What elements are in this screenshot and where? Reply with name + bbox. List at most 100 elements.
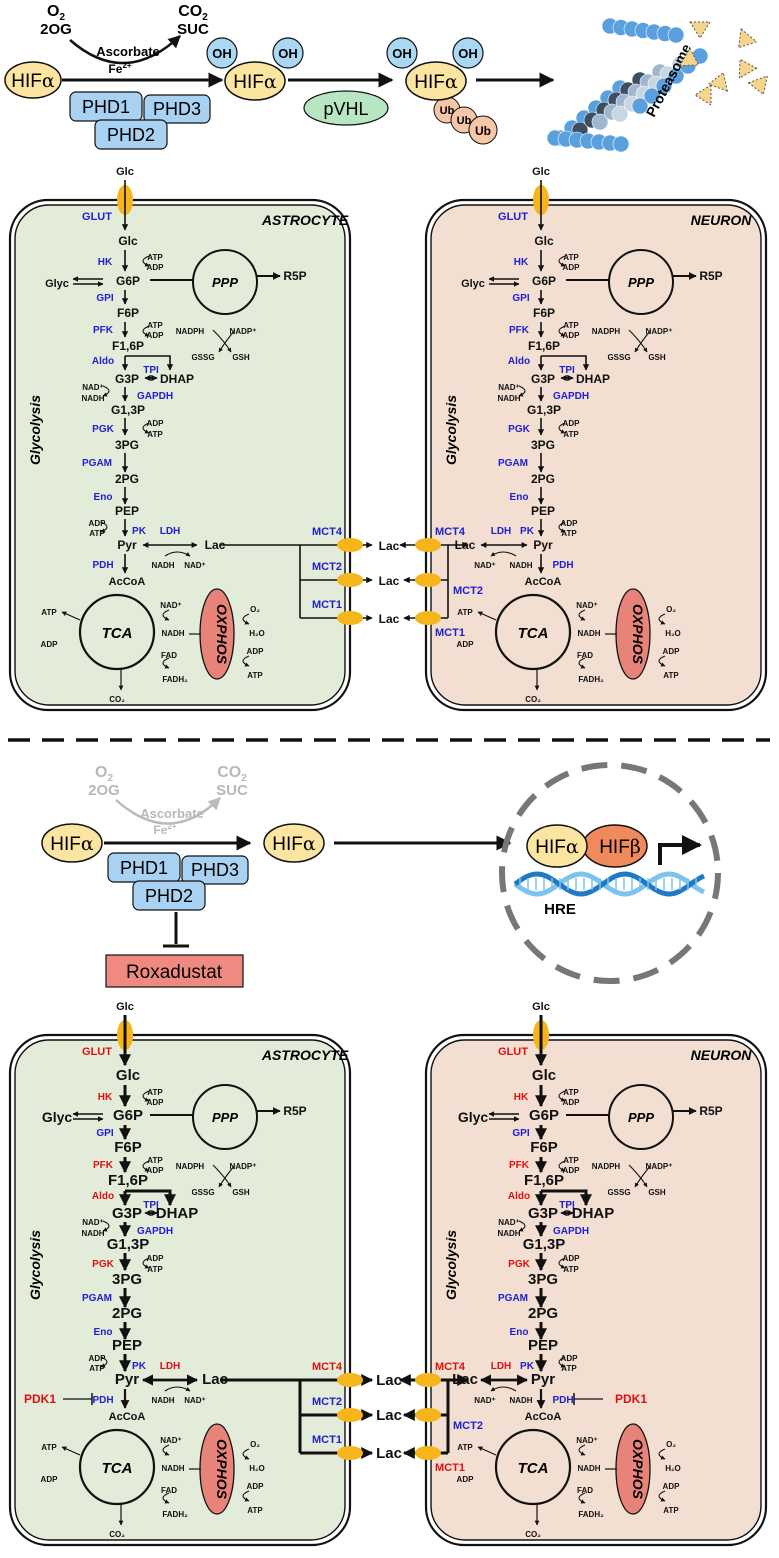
- o2-label: O₂: [250, 1440, 260, 1449]
- enzyme-eno: Eno: [510, 1327, 529, 1338]
- neuron-mct2-transporter: [415, 573, 441, 587]
- metabolite-g3p: G3P: [115, 372, 139, 386]
- oxphos-label: OXPHOS: [214, 1439, 230, 1500]
- atp-label: ATP: [147, 430, 163, 439]
- metabolite-g6p: G6P: [116, 274, 140, 288]
- nad-label: NAD⁺: [474, 1396, 496, 1405]
- fadh2-label: FADH₂: [162, 675, 188, 684]
- metabolite-dhap: DHAP: [160, 372, 194, 386]
- metabolite-accoa: AcCoA: [525, 576, 562, 588]
- astrocyte-mct2-label: MCT2: [312, 1396, 342, 1408]
- atp-label: ATP: [147, 1265, 163, 1274]
- enzyme-tpi: TPI: [559, 1200, 575, 1211]
- metabolite-glc: Glc: [534, 234, 554, 248]
- metabolite-glyc: Glyc: [458, 1109, 489, 1125]
- nadh-label: NADH: [161, 1464, 184, 1473]
- cofactor-arrow: [142, 422, 150, 434]
- enzyme-pdk1: PDK1: [615, 1392, 647, 1406]
- neuron-label: NEURON: [691, 212, 753, 228]
- glycolysis-label: Glycolysis: [27, 1230, 43, 1300]
- o2-label: O₂: [666, 605, 676, 614]
- adp-label: ADP: [563, 263, 581, 272]
- atp-label: ATP: [563, 430, 579, 439]
- tca-label: TCA: [102, 1460, 133, 1477]
- svg-text:Fe2+: Fe2+: [108, 61, 131, 76]
- metabolite-f6p: F6P: [530, 1139, 558, 1156]
- nadh-label: NAD⁺: [184, 1396, 206, 1405]
- cofactor-arrow: [242, 613, 250, 625]
- metabolite-pep: PEP: [115, 504, 139, 518]
- astrocyte-mct4-label: MCT4: [312, 526, 343, 538]
- gssg-label: GSSG: [191, 1188, 214, 1197]
- hif-alpha-ubiquitinated: OH OH Ub Ub Ub HIFα: [386, 37, 498, 145]
- tca-label: TCA: [518, 1460, 549, 1477]
- arrow: [477, 611, 497, 621]
- metabolite-2pg: 2PG: [112, 1305, 142, 1322]
- svg-text:HRE: HRE: [544, 901, 576, 918]
- enzyme-eno: Eno: [94, 1327, 113, 1338]
- h2o-label: H₂O: [665, 629, 681, 638]
- enzyme-eno: Eno: [510, 492, 529, 503]
- metabolite-pep: PEP: [531, 504, 555, 518]
- arrow: [61, 611, 81, 621]
- cofactor-arrow: [658, 1448, 666, 1460]
- svg-text:Ub: Ub: [440, 105, 455, 117]
- gsh-label: GSH: [648, 353, 666, 362]
- cofactor-arrow: [100, 1356, 108, 1368]
- lactate-extracellular: Lac: [376, 1372, 402, 1389]
- adp-label: ADP: [89, 1354, 107, 1363]
- svg-text:PHD1: PHD1: [120, 858, 168, 878]
- svg-text:Ub: Ub: [475, 124, 491, 138]
- nad-label: NAD⁺: [576, 1436, 598, 1445]
- metabolite-g13p: G1,3P: [107, 1236, 150, 1253]
- metabolite-3pg: 3PG: [528, 1271, 558, 1288]
- cofactor-arrow: [242, 1448, 250, 1460]
- adp-label: ADP: [247, 1482, 265, 1491]
- metabolite-f6p: F6P: [117, 306, 139, 320]
- ppp-label: PPP: [628, 275, 654, 290]
- svg-text:HIFα: HIFα: [272, 833, 316, 855]
- cofactor-arrow: [142, 1090, 150, 1102]
- gssg-label: GSSG: [191, 353, 214, 362]
- adp-label: ADP: [663, 1482, 681, 1491]
- metabolite-lac: Lac: [205, 538, 226, 552]
- cofactor-arrow: [162, 609, 170, 621]
- cofactor-arrow: [142, 255, 150, 267]
- ppp-cycle: [192, 1084, 258, 1150]
- metabolite-glyc: Glyc: [461, 278, 485, 290]
- metabolite-r5p: R5P: [283, 1104, 306, 1118]
- lactate-extracellular: Lac: [379, 539, 400, 553]
- adp-label: ADP: [563, 1254, 581, 1263]
- enzyme-pdh: PDH: [92, 1395, 113, 1406]
- enzyme-eno: Eno: [94, 492, 113, 503]
- arrow: [61, 1446, 81, 1456]
- metabolite-pyr: Pyr: [533, 538, 553, 552]
- roxadustat-node: Roxadustat: [105, 954, 244, 988]
- enzyme-hk: HK: [98, 257, 113, 268]
- enzyme-tpi: TPI: [143, 365, 159, 376]
- svg-text:PHD3: PHD3: [153, 99, 201, 119]
- nad-label: NAD⁺: [576, 601, 598, 610]
- hif-alpha-hydroxylated: OH OH HIFα: [206, 37, 304, 101]
- fadh2-label: FADH₂: [578, 675, 604, 684]
- metabolite-f16p: F1,6P: [108, 1172, 148, 1189]
- cofactor-arrow: [162, 657, 170, 669]
- gssg-label: GSSG: [607, 353, 630, 362]
- metabolite-f16p: F1,6P: [528, 339, 560, 353]
- cofactor-arrow: [518, 1220, 526, 1232]
- enzyme-hk: HK: [514, 257, 529, 268]
- metabolite-dhap: DHAP: [156, 1205, 199, 1222]
- astrocyte-mct4-transporter: [337, 1373, 363, 1387]
- nadh-label: NAD⁺: [184, 561, 206, 570]
- nad-label: NADH: [151, 1396, 174, 1405]
- tca-cycle: [78, 1428, 156, 1506]
- enzyme-pdh: PDH: [552, 560, 573, 571]
- metabolite-accoa: AcCoA: [109, 576, 146, 588]
- metabolite-f6p: F6P: [533, 306, 555, 320]
- enzyme-gpi: GPI: [512, 293, 529, 304]
- neuron-mct1-label: MCT1: [435, 1462, 465, 1474]
- cofactor-arrow: [142, 1160, 150, 1172]
- atp-label: ATP: [563, 1265, 579, 1274]
- nadp-label: NADP⁺: [646, 1162, 673, 1171]
